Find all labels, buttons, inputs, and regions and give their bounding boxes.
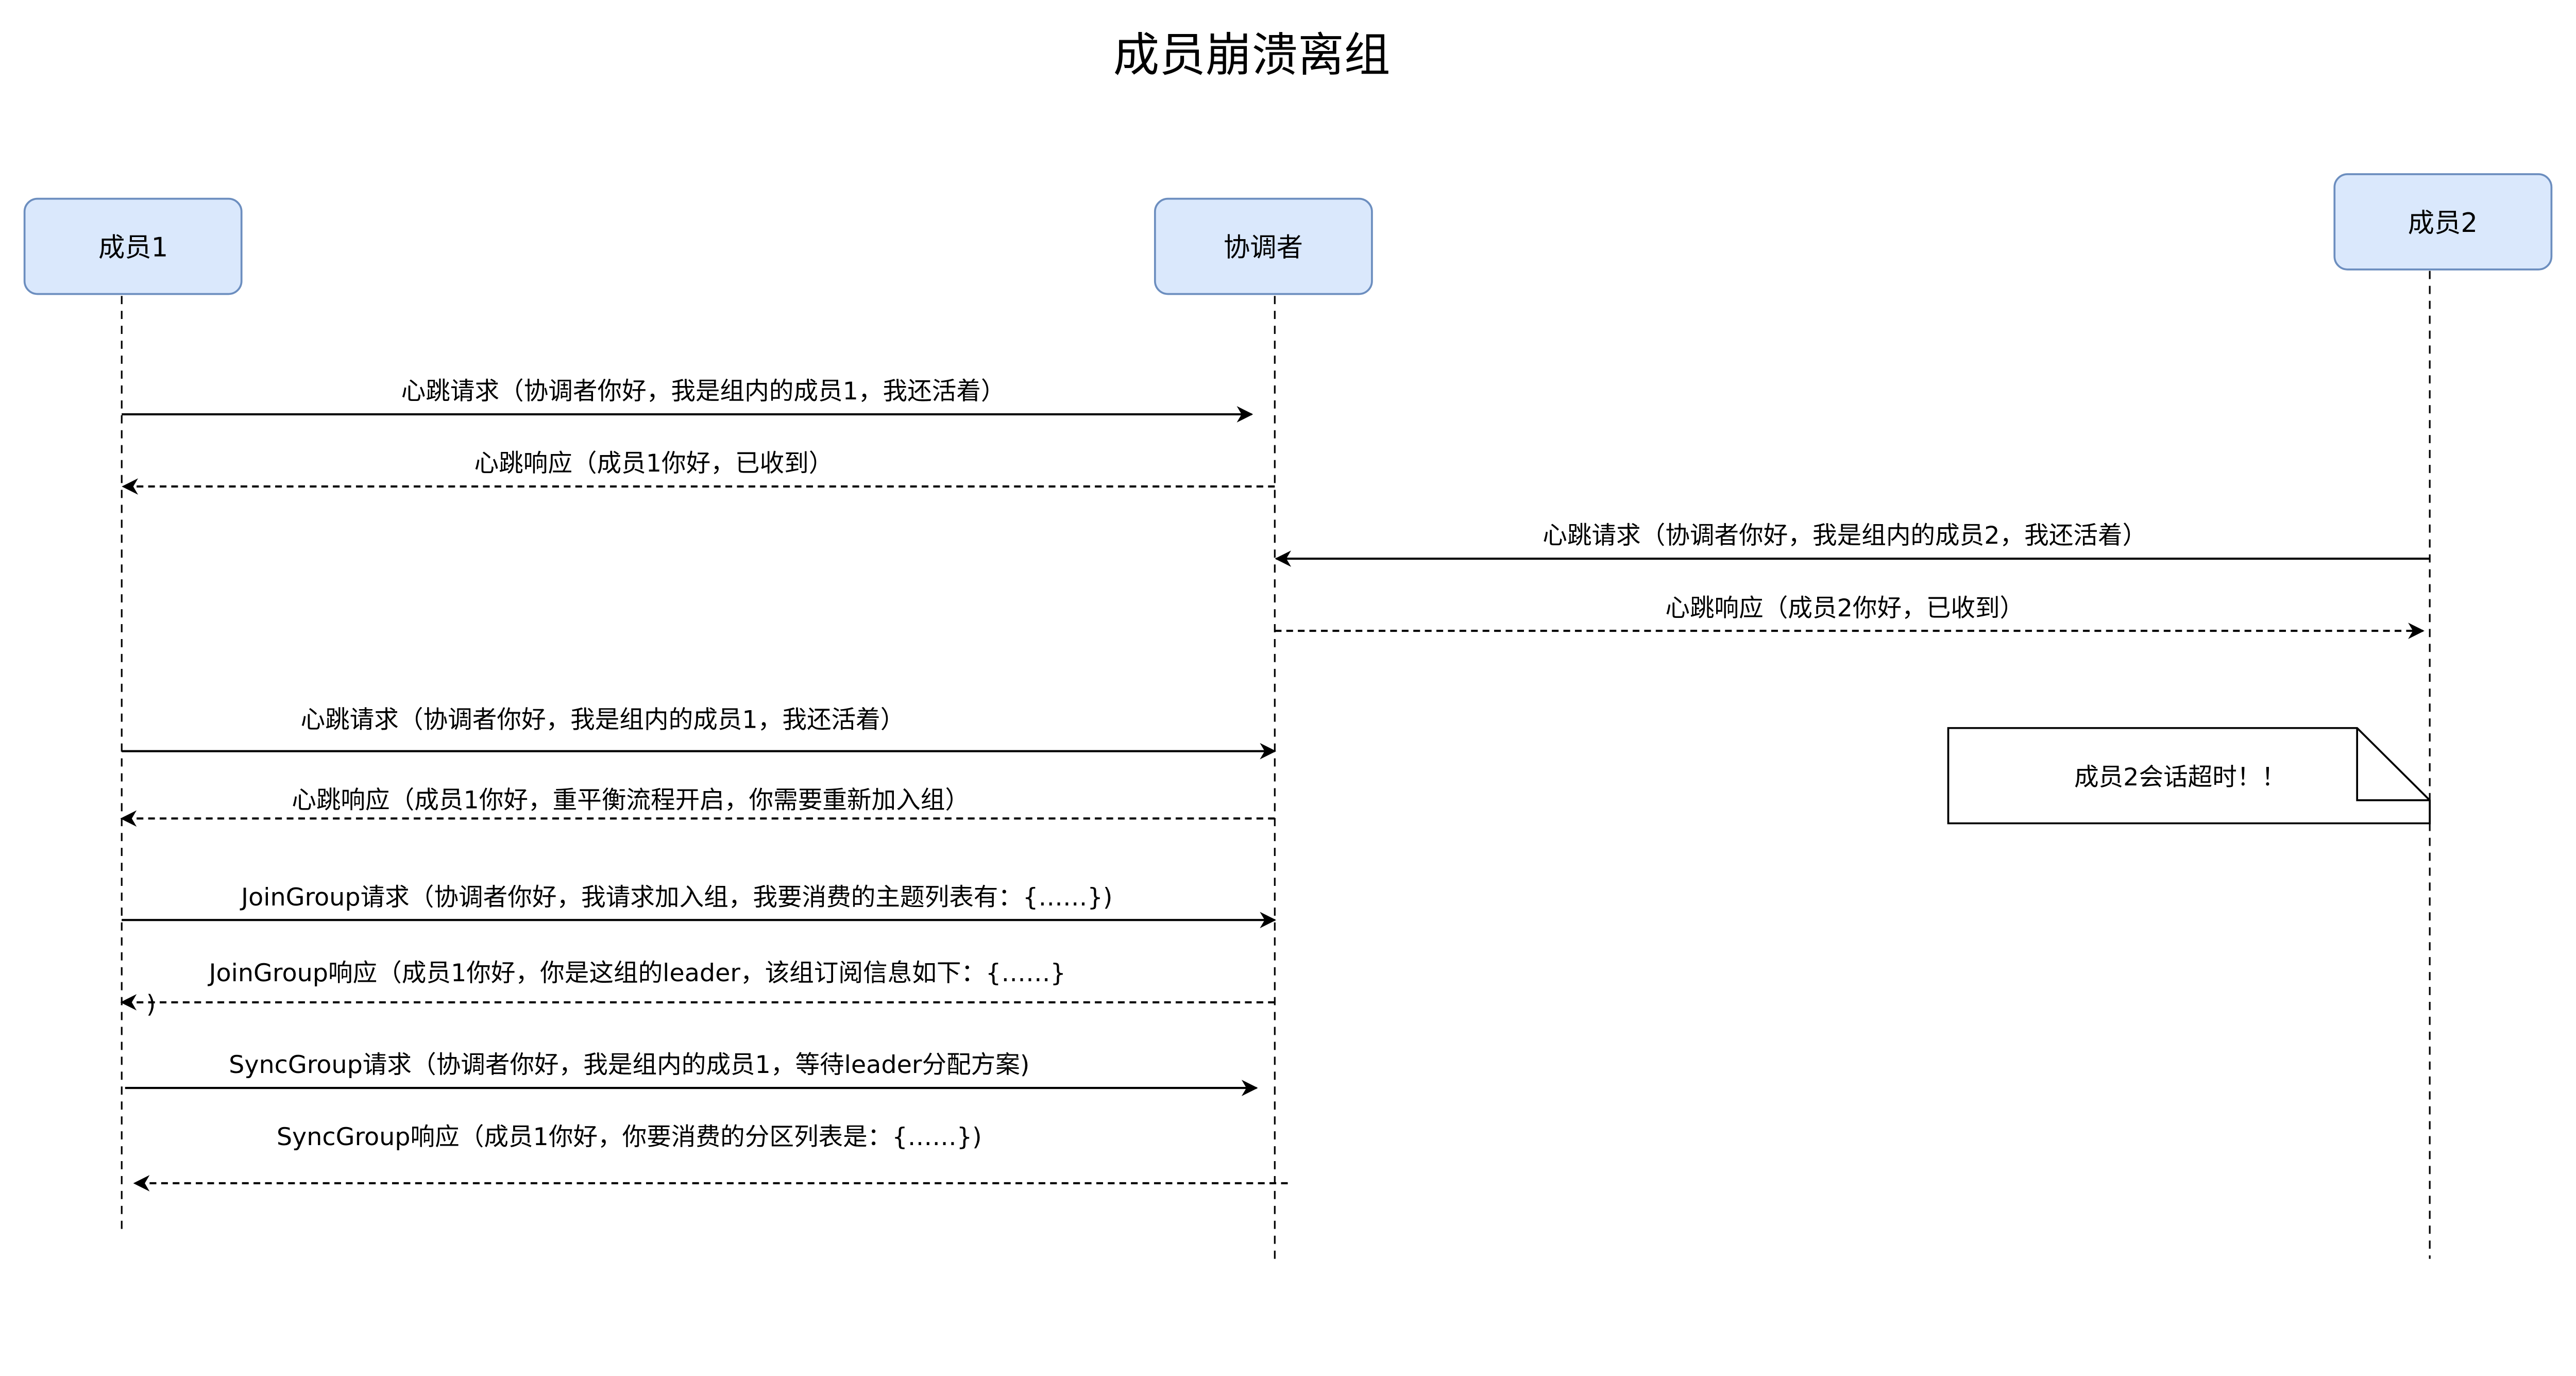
message-3: 心跳请求（协调者你好，我是组内的成员2，我还活着） [1275, 522, 2430, 567]
diagram-title: 成员崩溃离组 [1113, 28, 1391, 82]
message-8: JoinGroup响应（成员1你好，你是这组的leader，该组订阅信息如下：{… [120, 959, 1275, 1019]
message-4: 心跳响应（成员2你好，已收到） [1275, 594, 2425, 639]
message-label: 心跳请求（协调者你好，我是组内的成员1，我还活着） [300, 706, 905, 734]
actor-member2-label: 成员2 [2408, 208, 2478, 239]
actor-member1: 成员1 [23, 197, 243, 295]
message-10: SyncGroup响应（成员1你好，你要消费的分区列表是：{……}) [133, 1123, 1288, 1192]
message-2: 心跳响应（成员1你好，已收到） [122, 449, 1275, 495]
message-label: SyncGroup请求（协调者你好，我是组内的成员1，等待leader分配方案) [229, 1051, 1029, 1079]
message-label: 心跳响应（成员1你好，重平衡流程开启，你需要重新加入组） [292, 786, 970, 815]
message-label: SyncGroup响应（成员1你好，你要消费的分区列表是：{……}) [277, 1123, 982, 1151]
actor-coordinator: 协调者 [1154, 197, 1373, 295]
message-label: JoinGroup请求（协调者你好，我请求加入组，我要消费的主题列表有：{……}… [240, 883, 1112, 912]
actor-member1-label: 成员1 [98, 232, 168, 263]
message-7: JoinGroup请求（协调者你好，我请求加入组，我要消费的主题列表有：{……}… [122, 883, 1277, 929]
message-label: 心跳响应（成员2你好，已收到） [1665, 594, 2024, 623]
message-6: 心跳响应（成员1你好，重平衡流程开启，你需要重新加入组） [120, 786, 1275, 827]
sequence-diagram: 成员崩溃离组 成员1 协调者 成员2 心跳请求（协调者你好，我是组内的成员1，我… [23, 28, 2553, 1259]
message-5: 心跳请求（协调者你好，我是组内的成员1，我还活着） [122, 706, 1277, 760]
actor-coordinator-label: 协调者 [1224, 232, 1303, 263]
message-9: SyncGroup请求（协调者你好，我是组内的成员1，等待leader分配方案) [125, 1051, 1258, 1096]
message-label: 心跳响应（成员1你好，已收到） [474, 449, 833, 478]
message-1: 心跳请求（协调者你好，我是组内的成员1，我还活着） [122, 377, 1253, 423]
note-text: 成员2会话超时！！ [2074, 763, 2286, 792]
actor-member2: 成员2 [2333, 173, 2553, 271]
message-label: 心跳请求（协调者你好，我是组内的成员1，我还活着） [401, 377, 1006, 406]
message-label: 心跳请求（协调者你好，我是组内的成员2，我还活着） [1543, 522, 2147, 550]
note-session-timeout: 成员2会话超时！！ [1947, 727, 2431, 825]
message-label: JoinGroup响应（成员1你好，你是这组的leader，该组订阅信息如下：{… [207, 959, 1065, 987]
message-label-overflow: ) [146, 991, 156, 1019]
